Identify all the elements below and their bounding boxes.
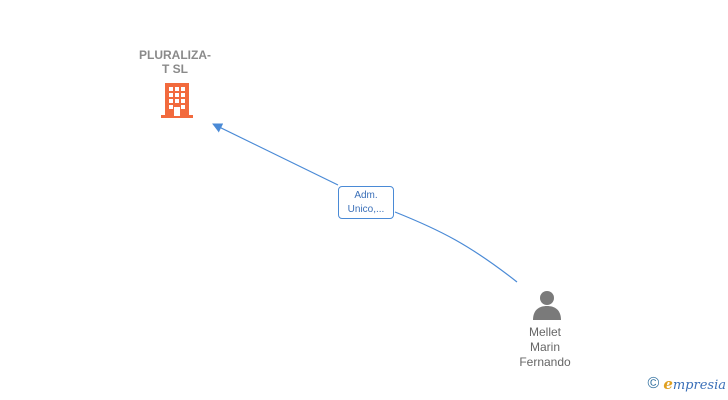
person-name-line-2: Marin <box>529 340 560 354</box>
relation-label[interactable]: Adm. Unico,... <box>338 186 394 219</box>
company-name[interactable]: PLURALIZA- T SL <box>139 48 211 76</box>
person-icon[interactable] <box>531 289 563 321</box>
brand-initial: e <box>663 375 673 393</box>
empresia-logo: empresia <box>663 375 726 393</box>
building-icon[interactable] <box>160 83 194 119</box>
relation-edge[interactable] <box>213 124 518 283</box>
brand-rest: mpresia <box>672 378 726 393</box>
person-name-line-3: Fernando <box>519 355 571 369</box>
relation-label-line-1: Adm. <box>354 190 378 201</box>
empresia-watermark: © empresia <box>648 374 726 394</box>
copyright-icon: © <box>647 375 660 392</box>
person-name-line-1: Mellet <box>528 325 561 339</box>
relation-label-line-2: Unico,... <box>347 204 385 215</box>
person-name[interactable]: Mellet Marin Fernando <box>495 325 595 370</box>
